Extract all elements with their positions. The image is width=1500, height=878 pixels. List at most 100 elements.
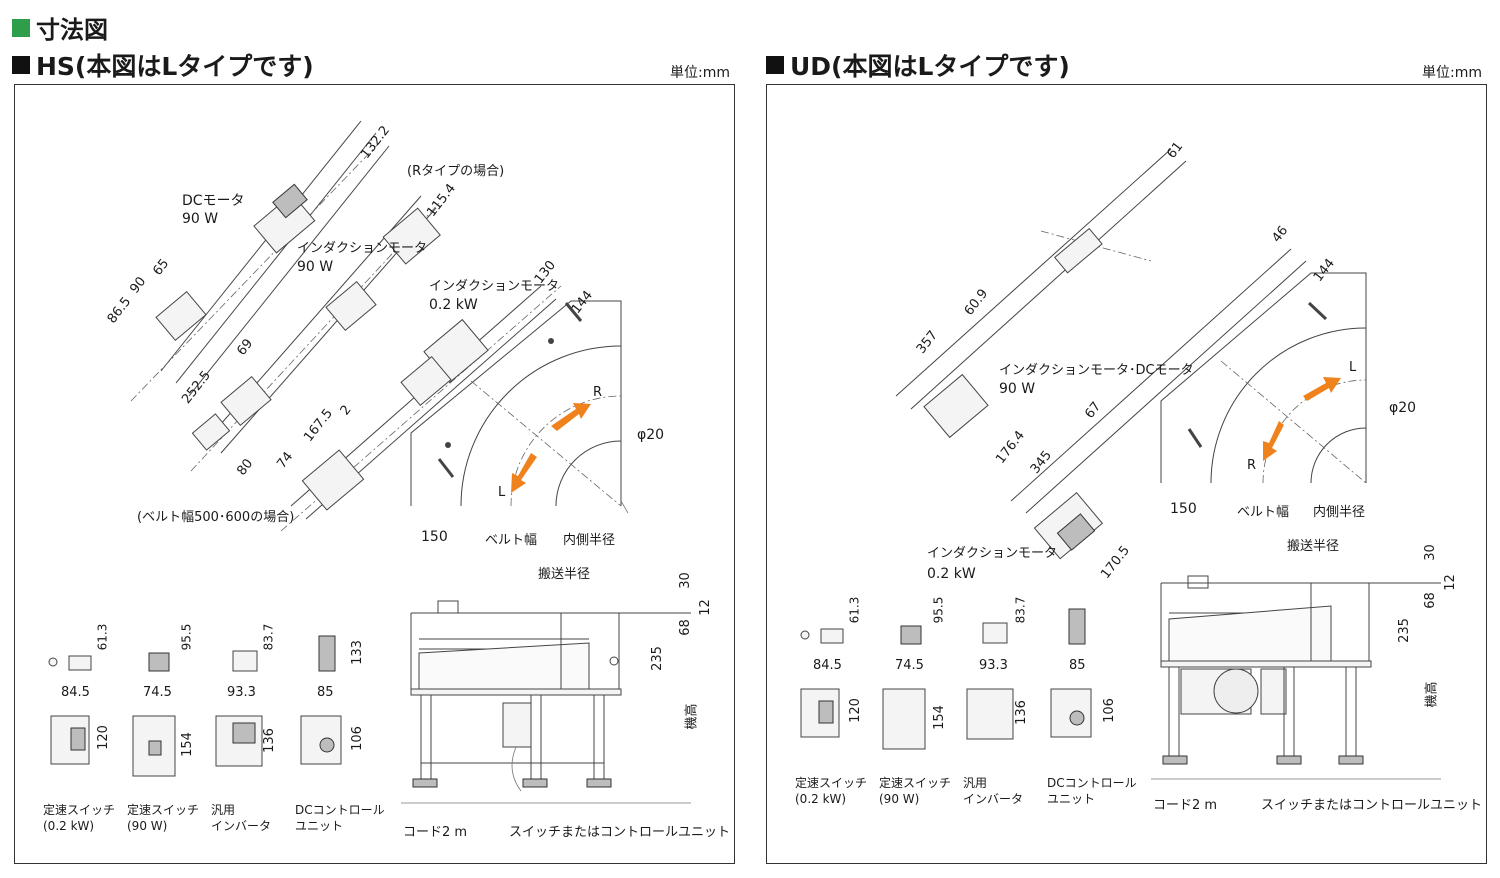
unit1-name2: (0.2 kW) bbox=[795, 792, 847, 806]
section-title: 寸法図 bbox=[36, 16, 108, 44]
hs-unit1-h: 120 bbox=[95, 725, 111, 750]
ud-plan-curve bbox=[1160, 272, 1367, 484]
unit4-name2: ユニット bbox=[1047, 792, 1096, 806]
unit1-name2: (0.2 kW) bbox=[43, 819, 95, 833]
hs-dim-12: 12 bbox=[697, 599, 713, 616]
ud-header: UD(本図はLタイプです) bbox=[766, 47, 1070, 83]
ind-motor-a-text: インダクションモータ bbox=[297, 241, 428, 256]
hs-unit2-w: 74.5 bbox=[143, 685, 172, 700]
ud-unit3-w: 93.3 bbox=[979, 658, 1008, 673]
ud-unit4-caption: DCコントロール ユニット bbox=[1047, 775, 1137, 807]
ud-arrow-l-icon bbox=[1303, 377, 1341, 401]
hs-phi20: φ20 bbox=[637, 427, 665, 443]
ud-panel: 61 46 144 357 60.9 176.4 67 345 170.5 イン… bbox=[766, 84, 1487, 864]
hs-title: HS(本図はLタイプです) bbox=[36, 52, 314, 81]
ind-dc-motor-text: インダクションモータ･DCモータ bbox=[999, 363, 1194, 378]
ud-unit2-h: 154 bbox=[931, 705, 947, 730]
hs-l-label: L bbox=[498, 485, 506, 500]
ud-ind-dc-motor-label: インダクションモータ･DCモータ 90 W bbox=[999, 362, 1194, 398]
ud-title: UD(本図はLタイプです) bbox=[790, 52, 1070, 81]
hs-unit4-w: 85 bbox=[317, 685, 334, 700]
unit1-name1: 定速スイッチ bbox=[795, 776, 868, 790]
ud-inner-radius: 内側半径 bbox=[1313, 505, 1366, 520]
hs-dim-30: 30 bbox=[677, 572, 693, 589]
ud-side-elevation bbox=[1151, 575, 1441, 780]
hs-unit3-h: 136 bbox=[261, 728, 277, 753]
hs-unit-icons bbox=[48, 635, 342, 777]
hs-unit4-h: 106 bbox=[349, 726, 365, 751]
ud-dim-30: 30 bbox=[1422, 544, 1438, 561]
hs-switch-unit: スイッチまたはコントロールユニット bbox=[509, 825, 731, 840]
ud-unit2-htop: 95.5 bbox=[931, 596, 946, 624]
ud-unit1-htop: 61.3 bbox=[847, 596, 862, 624]
hs-unit4-caption: DCコントロール ユニット bbox=[295, 802, 385, 834]
unit3-name1: 汎用 bbox=[963, 776, 988, 790]
ud-cord: コード2 m bbox=[1153, 798, 1218, 813]
ind-motor-watt: 0.2 kW bbox=[927, 566, 976, 582]
ud-unit3-htop: 83.7 bbox=[1013, 596, 1028, 624]
hs-cord: コード2 m bbox=[403, 825, 468, 840]
unit4-name2: ユニット bbox=[295, 819, 344, 833]
ud-transport-radius: 搬送半径 bbox=[1287, 539, 1340, 554]
dc-motor-watt: 90 W bbox=[182, 211, 219, 227]
ud-r-label: R bbox=[1247, 458, 1257, 473]
ud-unit4-h: 106 bbox=[1101, 698, 1117, 723]
hs-dim-150: 150 bbox=[421, 529, 448, 545]
ud-plan-diagonal bbox=[895, 148, 1307, 560]
unit3-name1: 汎用 bbox=[211, 803, 236, 817]
hs-unit2-htop: 95.5 bbox=[179, 623, 194, 651]
unit2-name2: (90 W) bbox=[127, 819, 168, 833]
ud-unit2-w: 74.5 bbox=[895, 658, 924, 673]
ud-switch-unit: スイッチまたはコントロールユニット bbox=[1261, 798, 1483, 813]
hs-arrow-l-icon bbox=[511, 453, 537, 493]
ind-motor-a-watt: 90 W bbox=[297, 259, 334, 275]
hs-drawing bbox=[48, 120, 691, 804]
hs-unit1-caption: 定速スイッチ (0.2 kW) bbox=[43, 802, 115, 834]
hs-unit3-caption: 汎用 インバータ bbox=[211, 802, 271, 834]
ud-unit1-w: 84.5 bbox=[813, 658, 842, 673]
hs-belt-width-case: (ベルト幅500･600の場合) bbox=[137, 510, 295, 525]
ud-ind-motor-label: インダクションモータ 0.2 kW bbox=[927, 544, 1057, 584]
unit3-name2: インバータ bbox=[211, 819, 272, 833]
dc-motor-text: DCモータ bbox=[182, 193, 245, 209]
hs-inner-radius: 内側半径 bbox=[563, 533, 616, 548]
ud-unit1-h: 120 bbox=[847, 698, 863, 723]
unit2-name1: 定速スイッチ bbox=[127, 803, 200, 817]
ud-unit3-h: 136 bbox=[1013, 700, 1029, 725]
ud-l-label: L bbox=[1349, 360, 1357, 375]
hs-r-type-label: (Rタイプの場合) bbox=[407, 164, 505, 179]
unit4-name1: DCコントロール bbox=[295, 803, 385, 817]
ud-dim-12: 12 bbox=[1442, 574, 1458, 591]
hs-ind-motor-a-label: インダクションモータ 90 W bbox=[297, 240, 427, 276]
hs-plan-diagonal bbox=[130, 120, 562, 532]
hs-transport-radius: 搬送半径 bbox=[538, 567, 591, 582]
hs-unit2-h: 154 bbox=[179, 732, 195, 757]
hs-ind-motor-b-label: インダクションモータ 0.2 kW bbox=[429, 278, 559, 314]
ud-unit-icons bbox=[800, 608, 1092, 750]
green-square-icon bbox=[12, 18, 30, 37]
hs-plan-curve bbox=[410, 300, 629, 514]
ind-dc-motor-watt: 90 W bbox=[999, 381, 1036, 397]
unit2-name1: 定速スイッチ bbox=[879, 776, 952, 790]
hs-unit1-htop: 61.3 bbox=[95, 623, 110, 651]
hs-unit3-w: 93.3 bbox=[227, 685, 256, 700]
ud-unit3-caption: 汎用 インバータ bbox=[963, 775, 1023, 807]
black-square-icon bbox=[12, 56, 30, 74]
hs-dim-235: 235 bbox=[649, 646, 665, 671]
ud-dim-150: 150 bbox=[1170, 501, 1197, 517]
ud-dim-68: 68 bbox=[1422, 592, 1438, 609]
unit4-name1: DCコントロール bbox=[1047, 776, 1137, 790]
hs-unit1-w: 84.5 bbox=[61, 685, 90, 700]
hs-side-elevation bbox=[401, 600, 691, 804]
ud-unit: 単位:mm bbox=[1422, 65, 1482, 81]
ind-motor-b-watt: 0.2 kW bbox=[429, 297, 478, 313]
hs-r-label: R bbox=[593, 385, 603, 400]
unit1-name1: 定速スイッチ bbox=[43, 803, 116, 817]
hs-dc-motor-label: DCモータ 90 W bbox=[182, 192, 245, 228]
ud-unit4-w: 85 bbox=[1069, 658, 1086, 673]
ud-phi20: φ20 bbox=[1389, 400, 1417, 416]
ud-drawing bbox=[800, 148, 1441, 780]
hs-unit3-htop: 83.7 bbox=[261, 623, 276, 651]
hs-dim-68: 68 bbox=[677, 619, 693, 636]
unit2-name2: (90 W) bbox=[879, 792, 920, 806]
